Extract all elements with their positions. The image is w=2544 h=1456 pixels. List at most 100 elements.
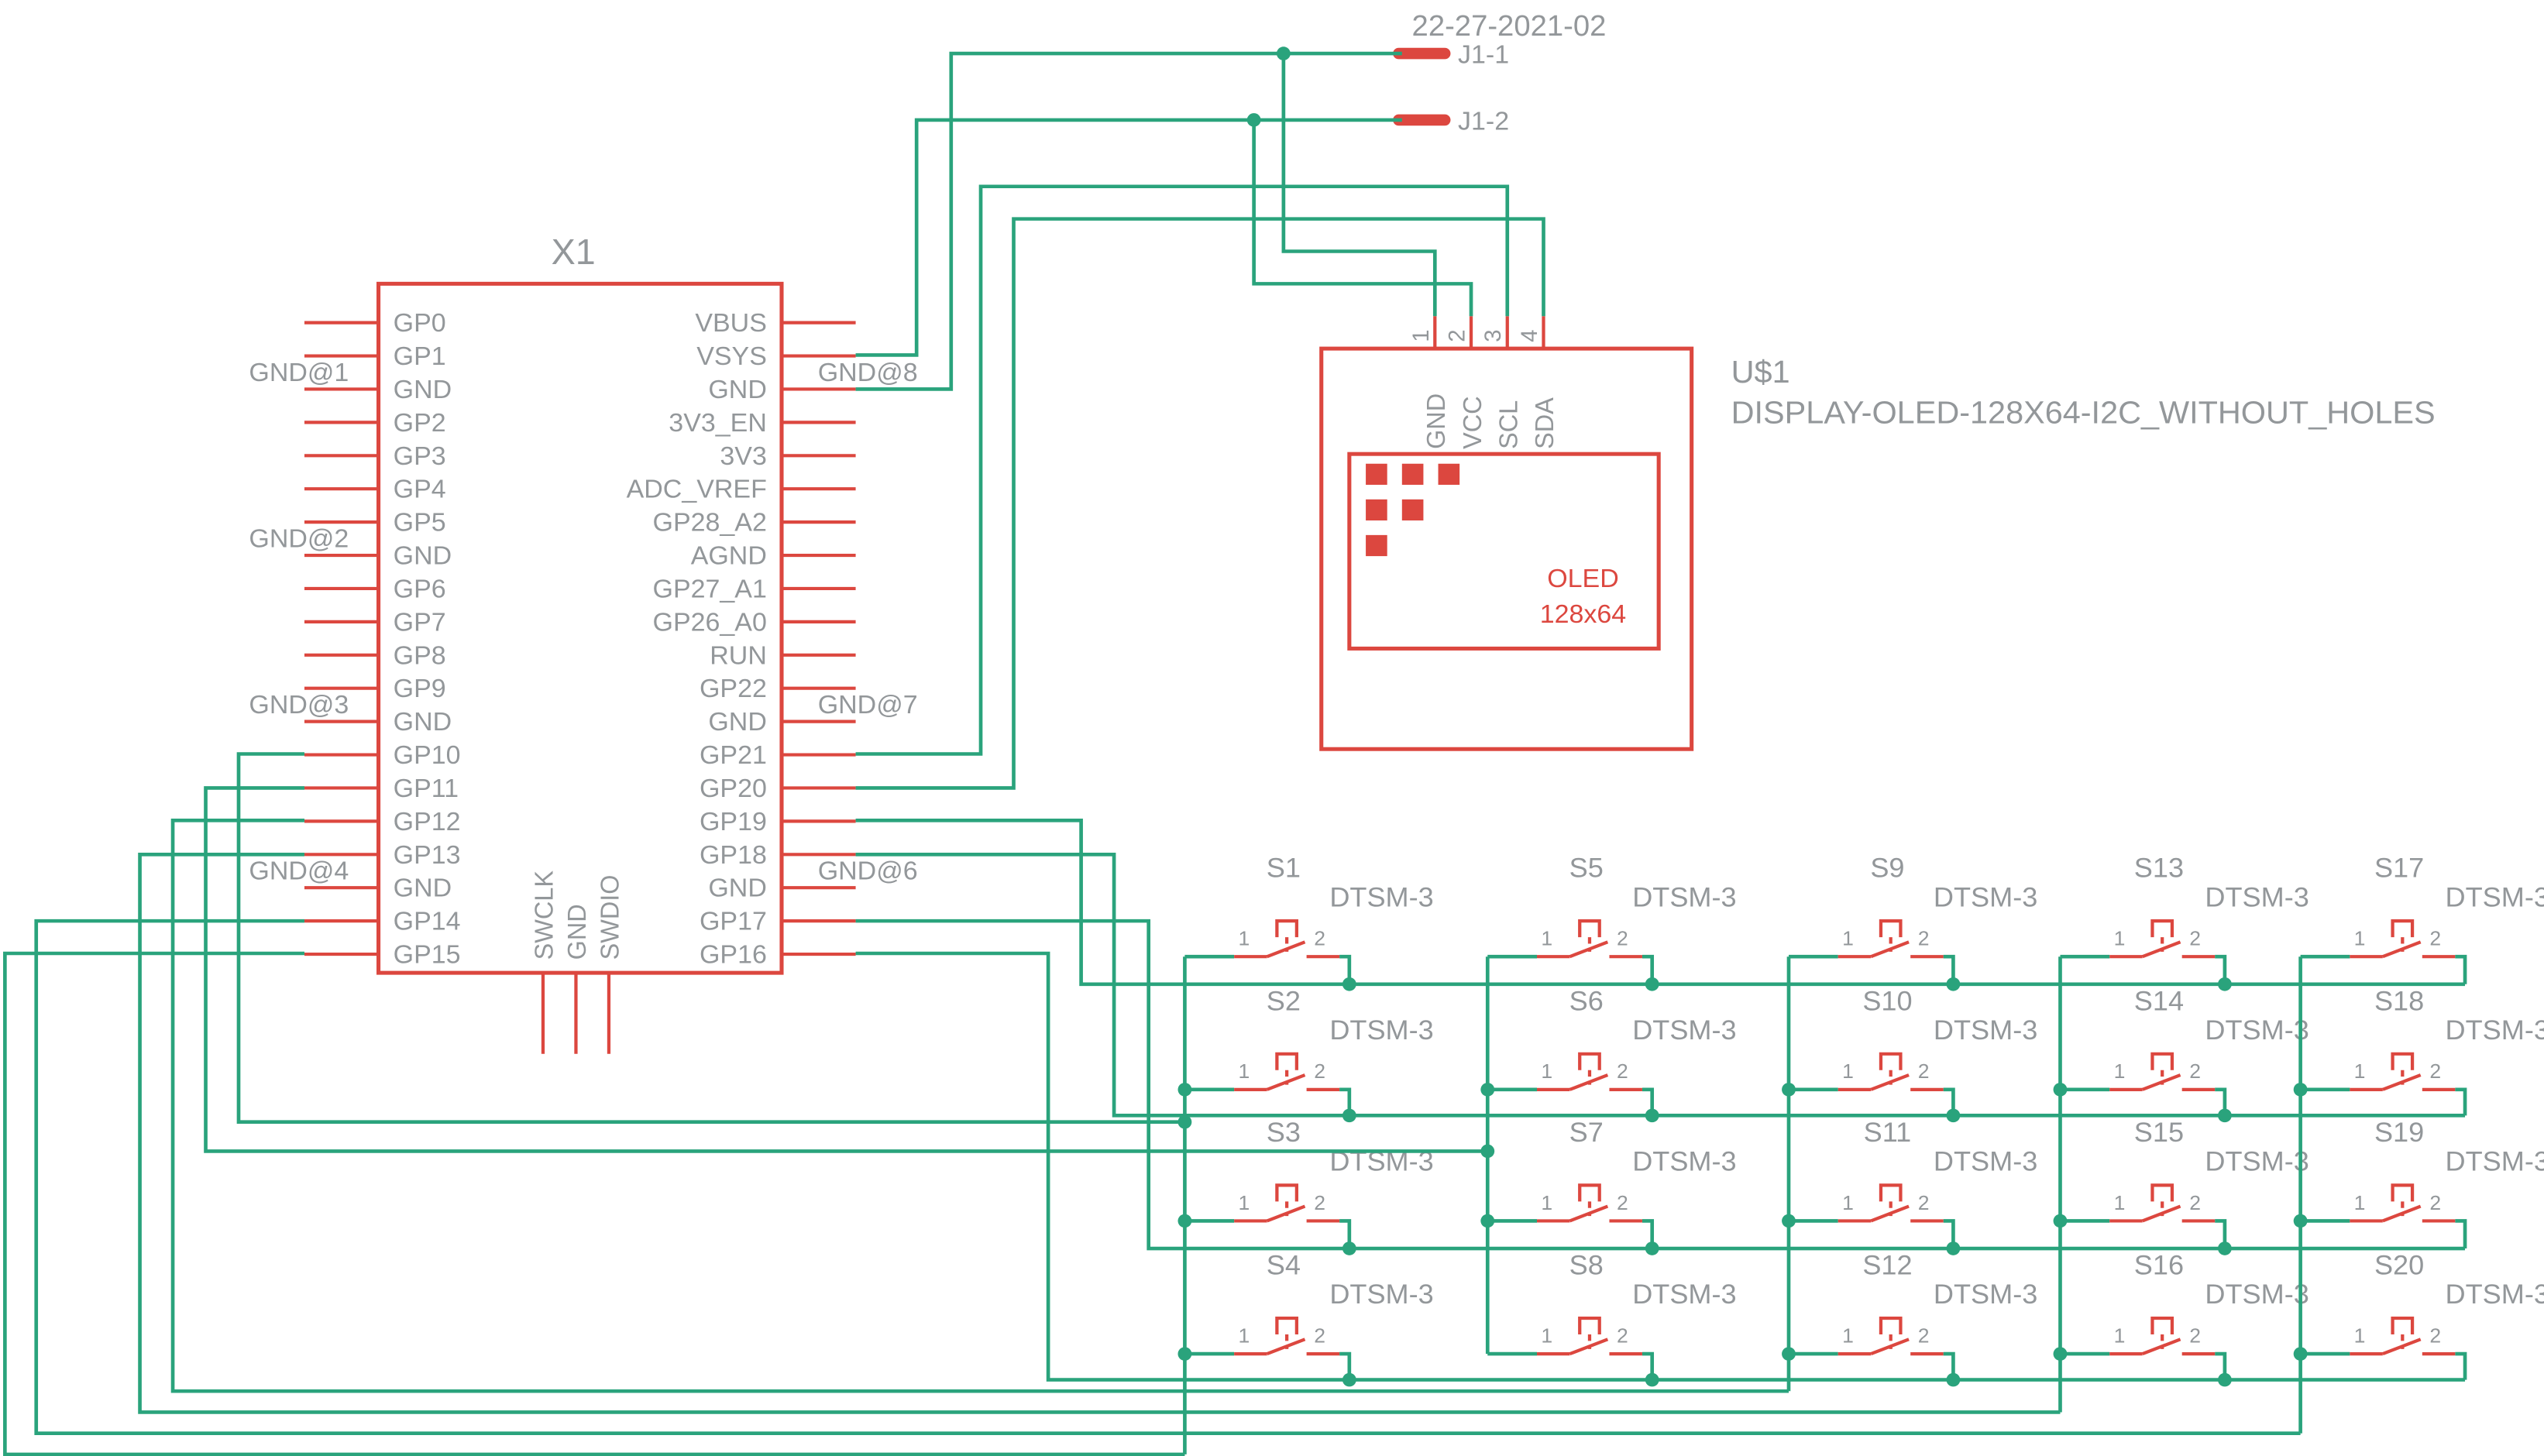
wire-oled-vcc[interactable] bbox=[1252, 119, 1473, 317]
junction-dot bbox=[1782, 1347, 1796, 1361]
switch-pin2-wire bbox=[2215, 1351, 2227, 1380]
switch-pin-number: 2 bbox=[2189, 927, 2201, 950]
x1-pin-name: VBUS bbox=[695, 308, 767, 338]
switch-pin2-wire bbox=[2455, 954, 2467, 984]
switch-pin-number: 1 bbox=[2354, 927, 2366, 950]
switch-plunger bbox=[1275, 1316, 1298, 1334]
x1-pin-name: GP4 bbox=[394, 475, 446, 504]
switch-name: S20 bbox=[2374, 1250, 2424, 1281]
wire-row3-bus[interactable] bbox=[855, 919, 2466, 1251]
junction-dot bbox=[2217, 1241, 2232, 1255]
wire-gp12-col3[interactable] bbox=[170, 819, 1789, 1393]
screen-pixel bbox=[1438, 463, 1460, 485]
switch-plunger bbox=[1879, 1052, 1903, 1070]
junction-dot bbox=[1782, 1083, 1796, 1097]
wire-j1-2-vcc[interactable] bbox=[855, 118, 1402, 357]
connector-j1-2[interactable]: J1-2 bbox=[1393, 107, 1510, 136]
net-label: GND@8 bbox=[818, 358, 918, 387]
switch-pin-number: 1 bbox=[1842, 1324, 1854, 1348]
junction-dot bbox=[2217, 977, 2232, 991]
switch-pin2-wire bbox=[2455, 1087, 2467, 1116]
junction-dot bbox=[1645, 977, 1659, 991]
switch-name: S19 bbox=[2374, 1117, 2424, 1148]
switch-pin-number: 2 bbox=[1314, 1191, 1325, 1214]
switch-plunger bbox=[1275, 1052, 1298, 1070]
component-x1[interactable]: X1GP0GP1GNDGND@1GP2GP3GP4GP5GNDGND@2GP6G… bbox=[249, 232, 918, 1054]
wire-oled-sda[interactable] bbox=[855, 217, 1545, 790]
switch-pin2-wire bbox=[2455, 1351, 2467, 1380]
switch-pin2-wire bbox=[1642, 1087, 1655, 1116]
switch-name: S9 bbox=[1870, 853, 1904, 884]
x1-pin-name: GP7 bbox=[394, 608, 446, 637]
switch-pin-number: 2 bbox=[1314, 1059, 1325, 1083]
wire-gp15-col1[interactable] bbox=[3, 951, 1185, 1456]
u1-outline bbox=[1319, 346, 1694, 751]
component-u1[interactable]: 1GND2VCC3SCL4SDAOLED128x64U$1DISPLAY-OLE… bbox=[1319, 316, 2436, 751]
switch-name: S11 bbox=[1864, 1117, 1912, 1148]
x1-pin-name: GP0 bbox=[394, 308, 446, 338]
x1-pin-name: GP3 bbox=[394, 441, 446, 471]
switch-pin-number: 1 bbox=[1238, 927, 1250, 950]
junction-dot bbox=[1342, 1241, 1356, 1255]
switch-pin2-wire bbox=[1339, 954, 1352, 984]
switch-part-label: DTSM-3 bbox=[1934, 1146, 2037, 1177]
x1-pin-name: SWDIO bbox=[595, 874, 624, 960]
wire-gp14-col5[interactable] bbox=[34, 919, 2301, 1435]
wire-gp13-col4[interactable] bbox=[138, 852, 2061, 1414]
switch-pin-number: 1 bbox=[1238, 1191, 1250, 1214]
connector-j1-1[interactable]: J1-1 bbox=[1393, 40, 1510, 70]
switch-plunger bbox=[1578, 1316, 1601, 1334]
switch-part-label: DTSM-3 bbox=[1934, 1015, 2037, 1046]
screen-pixel bbox=[1366, 534, 1387, 557]
junction-dot bbox=[1645, 1241, 1659, 1255]
switch-part-label: DTSM-3 bbox=[2205, 1146, 2309, 1177]
wire-gp11-col2[interactable] bbox=[204, 786, 1488, 1153]
switch-plunger bbox=[1879, 1183, 1903, 1202]
x1-pin-name: GP13 bbox=[394, 840, 461, 870]
net-label: GND@1 bbox=[249, 358, 349, 387]
switch-pin-number: 2 bbox=[1918, 1059, 1930, 1083]
switch-part-label: DTSM-3 bbox=[1329, 1279, 1433, 1310]
wire-j1-1-gnd[interactable] bbox=[855, 51, 1402, 391]
switch-pin-number: 2 bbox=[2189, 1324, 2201, 1348]
wire-row4-bus[interactable] bbox=[855, 951, 2466, 1382]
switch-pin-number: 1 bbox=[1238, 1059, 1250, 1083]
wire-gp10-col1[interactable] bbox=[236, 752, 1185, 1125]
junction-dot bbox=[1946, 977, 1961, 991]
switch-name: S15 bbox=[2134, 1117, 2184, 1148]
x1-pin-name: GP22 bbox=[700, 674, 767, 703]
switch-name: S3 bbox=[1267, 1117, 1301, 1148]
junction-dot bbox=[1480, 1144, 1495, 1159]
switch-name: S1 bbox=[1267, 853, 1301, 884]
switch-pin2-wire bbox=[1339, 1087, 1352, 1116]
x1-outline bbox=[376, 281, 784, 975]
switch-pin2-wire bbox=[1943, 1219, 1955, 1249]
switch-plunger bbox=[1578, 919, 1601, 938]
switch-pin-number: 1 bbox=[2114, 927, 2126, 950]
switch-pin-number: 2 bbox=[1918, 927, 1930, 950]
x1-pin-name: GND bbox=[394, 375, 452, 404]
wire-row1-bus[interactable] bbox=[855, 819, 2466, 987]
wire-oled-scl[interactable] bbox=[855, 184, 1510, 756]
switch-pin2-wire bbox=[2215, 1219, 2227, 1249]
